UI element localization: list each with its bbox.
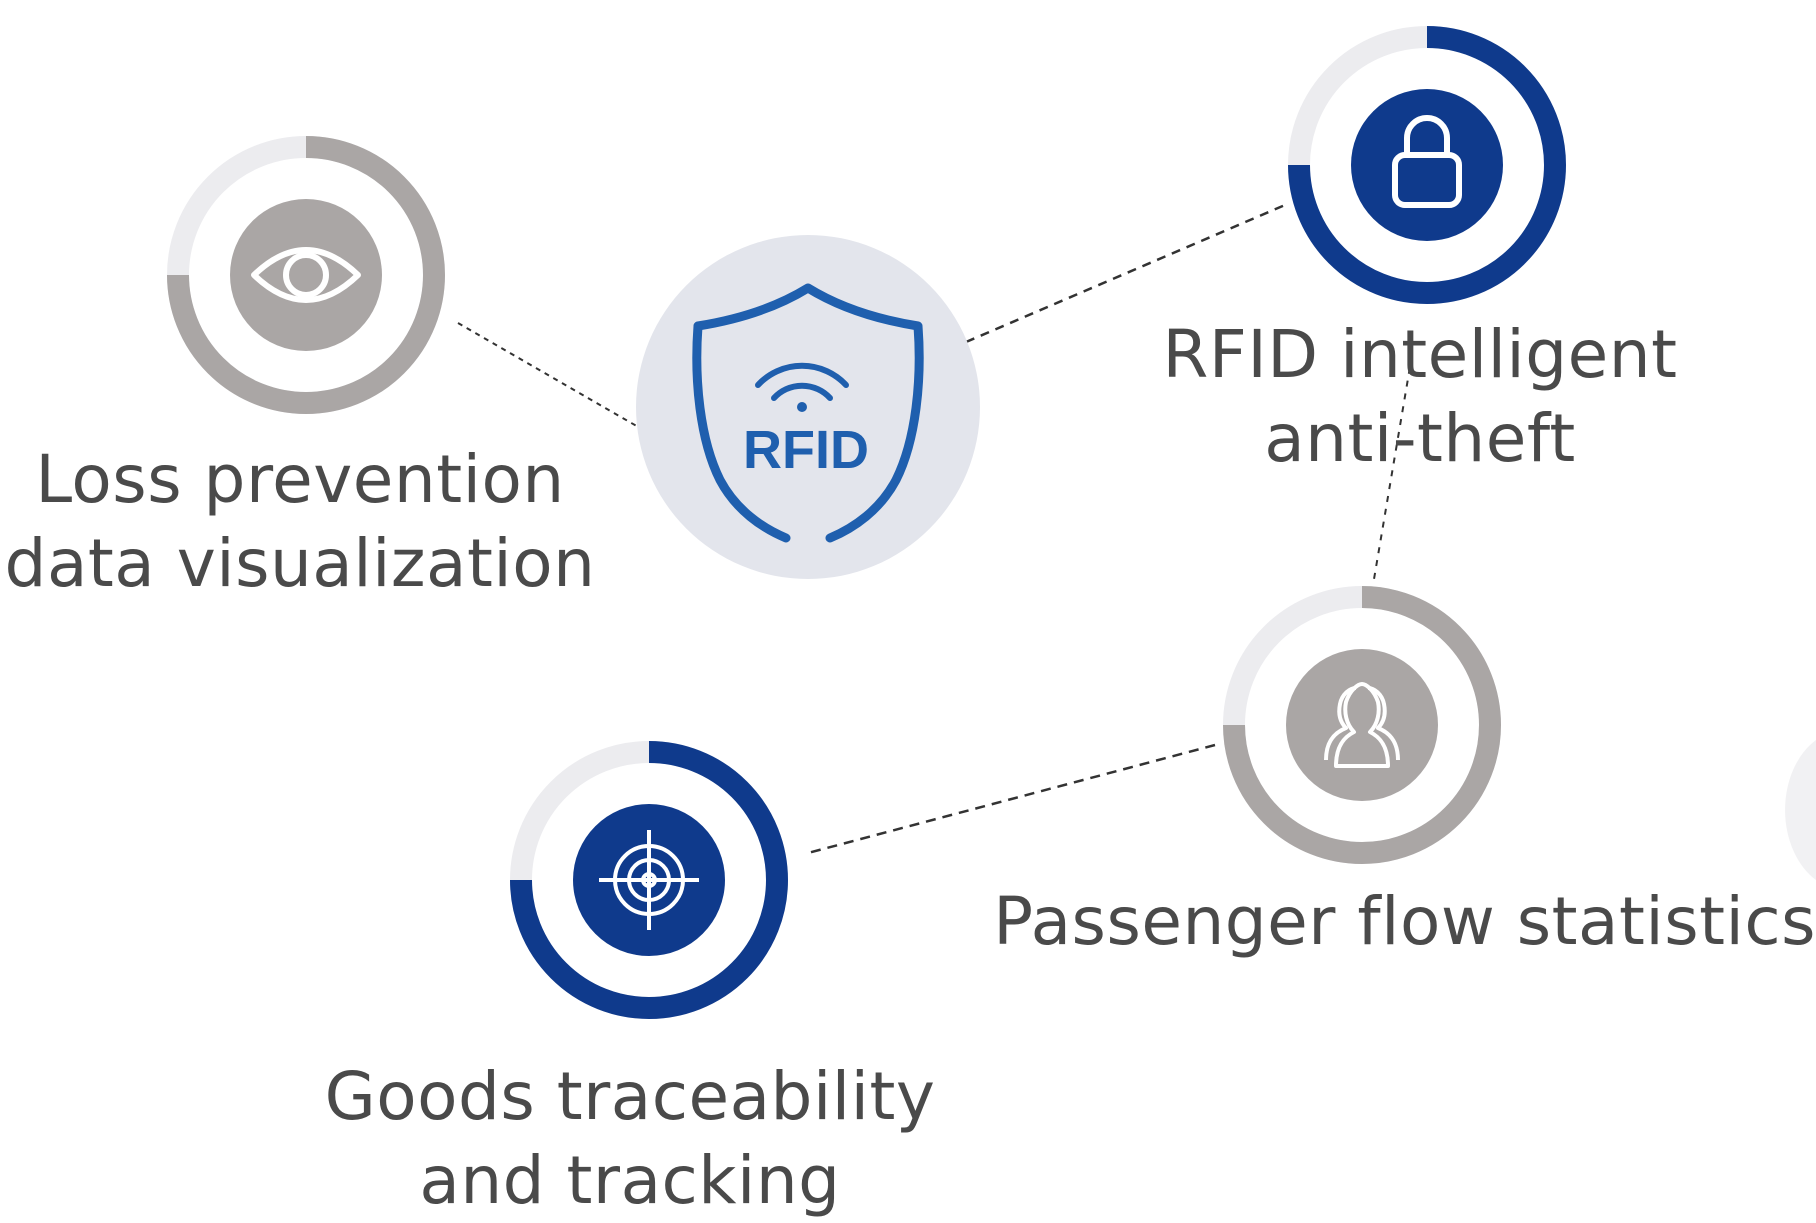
node-passenger-flow (1223, 586, 1501, 864)
wifi-signal-icon (755, 362, 849, 412)
node-loss-prevention (167, 136, 445, 414)
ring-progress (510, 741, 788, 1019)
eye-icon (251, 247, 361, 303)
center-rfid-node: RFID (636, 235, 980, 579)
connector-loss-to-center (457, 322, 641, 429)
edge-decoration (1785, 740, 1816, 880)
ring-progress (1288, 26, 1566, 304)
people-icon (1324, 682, 1400, 768)
icon-disc (230, 199, 382, 351)
connector-center-to-antitheft (965, 203, 1286, 344)
label-anti-theft: RFID intelligent anti-theft (1162, 316, 1678, 477)
center-badge-text: RFID (743, 420, 869, 480)
ring-progress (167, 136, 445, 414)
connector-passenger-to-goods (807, 743, 1216, 855)
label-loss-prevention: Loss prevention data visualization (4, 441, 596, 602)
label-passenger-flow: Passenger flow statistics (993, 883, 1816, 960)
node-goods-traceability (510, 741, 788, 1019)
icon-disc (1286, 649, 1438, 801)
ring-progress (1223, 586, 1501, 864)
shield-icon (692, 283, 924, 543)
icon-disc (1351, 89, 1503, 241)
label-goods-traceability: Goods traceability and tracking (324, 1058, 936, 1219)
node-anti-theft (1288, 26, 1566, 304)
lock-icon (1392, 115, 1462, 208)
target-icon (599, 830, 699, 930)
